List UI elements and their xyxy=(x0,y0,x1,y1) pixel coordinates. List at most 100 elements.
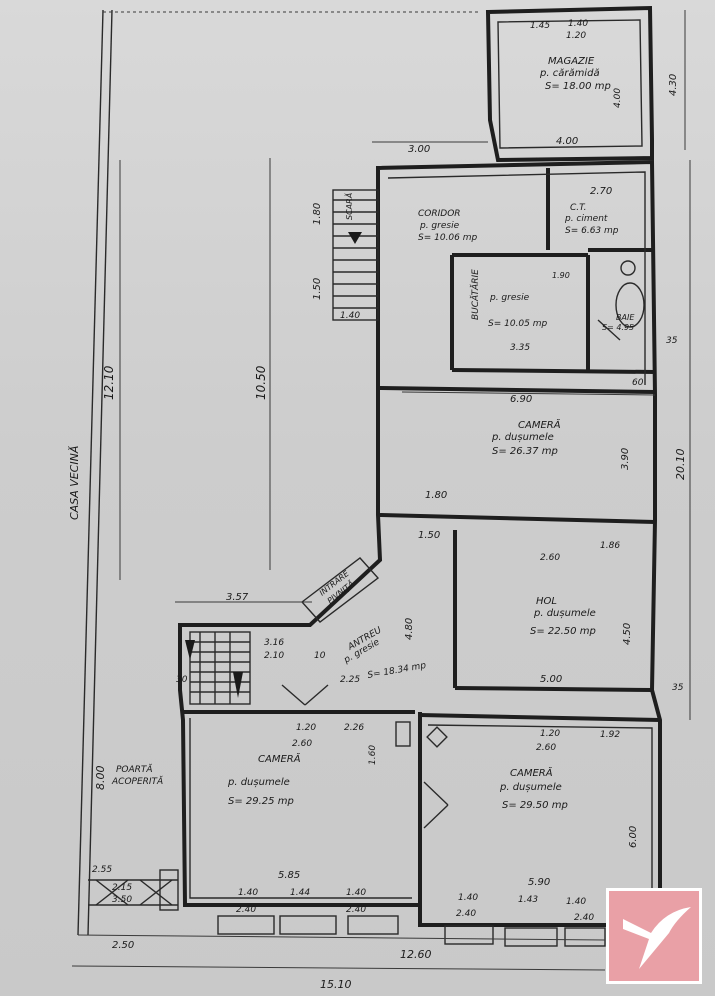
dim-140f: 1.40 xyxy=(566,897,586,907)
dim-line-1510 xyxy=(71,965,606,971)
dim-150a: 1.50 xyxy=(312,278,323,300)
wall-inner-line-3 xyxy=(427,724,653,918)
sink xyxy=(620,260,636,276)
dim-30a: 30 xyxy=(176,675,188,685)
dim-120b: 1.20 xyxy=(296,723,316,733)
dim-255: 2.55 xyxy=(92,865,112,875)
room-camera1-area: S= 26.37 mp xyxy=(492,446,558,457)
stairs-exterior xyxy=(332,189,379,321)
dim-316: 3.16 xyxy=(264,638,284,648)
fixture-square xyxy=(426,726,448,748)
dim-145: 1.45 xyxy=(530,21,550,31)
dim-144: 1.44 xyxy=(290,888,310,898)
neighbor-label: CASA VECINĂ xyxy=(68,446,81,520)
fixture-rect xyxy=(395,721,411,747)
dim-215: 2.15 xyxy=(112,883,132,893)
dim-140b: 1.40 xyxy=(340,311,360,321)
room-camera2-area: S= 29.25 mp xyxy=(228,796,294,807)
gate-label-1: POARTĂ xyxy=(116,763,153,775)
room-ct-floor: p. ciment xyxy=(564,214,608,224)
dim-690: 6.90 xyxy=(510,394,532,405)
dim-2010: 20.10 xyxy=(674,449,687,481)
room-bucatarie-name: BUCĂTĂRIE xyxy=(469,269,481,320)
wall-inner-line-1 xyxy=(387,171,646,385)
dim-240d: 2.40 xyxy=(574,913,594,923)
room-magazie-area: S= 18.00 mp xyxy=(545,81,611,92)
dim-226: 2.26 xyxy=(344,723,364,733)
wall-magazie-inner xyxy=(497,19,643,149)
dim-260b: 2.60 xyxy=(292,739,312,749)
wall-inner-line-2 xyxy=(189,718,412,899)
dim-10: 10 xyxy=(314,651,326,661)
room-coridor-floor: p. gresie xyxy=(419,221,460,231)
baie-door xyxy=(597,319,621,341)
room-hol-area: S= 22.50 mp xyxy=(530,626,596,637)
room-magazie-floor: p. cărămidă xyxy=(539,68,600,79)
dim-120a: 1.20 xyxy=(566,31,586,41)
dim-140e: 1.40 xyxy=(458,893,478,903)
dim-600: 6.00 xyxy=(628,826,639,848)
dim-585: 5.85 xyxy=(278,870,300,881)
room-baie-name: BAIE xyxy=(616,313,635,322)
wall-camera1-top xyxy=(377,386,656,394)
room-camera1-name: CAMERĂ xyxy=(518,418,561,431)
dim-180b: 1.80 xyxy=(425,490,447,501)
dim-240b: 2.40 xyxy=(346,905,366,915)
bird-logo-icon xyxy=(623,907,691,969)
intrare-pivnita-box xyxy=(300,557,380,623)
wall-camera3-top xyxy=(419,713,661,722)
room-bucatarie-floor: p. gresie xyxy=(489,293,530,303)
dim-line-690 xyxy=(401,391,656,396)
dim-240c: 2.40 xyxy=(456,909,476,919)
dim-400a: 4.00 xyxy=(556,136,578,147)
dim-1510: 15.10 xyxy=(320,978,352,991)
dim-590: 5.90 xyxy=(528,877,550,888)
room-coridor-name: CORIDOR xyxy=(418,209,461,219)
wall-hol-bottom xyxy=(454,686,653,692)
neighbor-boundary-line-2 xyxy=(87,9,113,936)
porch-area xyxy=(88,869,179,911)
stairs-antreu-steps xyxy=(190,632,250,704)
room-hol-floor: p. dușumele xyxy=(533,608,596,619)
room-camera3-floor: p. dușumele xyxy=(499,782,562,793)
dim-210: 2.10 xyxy=(264,651,284,661)
wall-magazie xyxy=(485,5,654,163)
dim-400b: 4.00 xyxy=(613,88,623,108)
windows-bottom xyxy=(217,915,606,947)
room-ct-name: C.T. xyxy=(570,203,586,213)
room-camera3-area: S= 29.50 mp xyxy=(502,800,568,811)
dim-1210: 12.10 xyxy=(102,365,116,400)
dim-225: 2.25 xyxy=(340,675,360,685)
dim-35b: 35 xyxy=(672,683,684,693)
dim-line-1260 xyxy=(77,934,606,941)
dim-35a: 35 xyxy=(666,336,678,346)
dim-140c: 1.40 xyxy=(238,888,258,898)
stairs-antreu xyxy=(189,631,251,705)
dim-430: 4.30 xyxy=(668,74,679,96)
neighbor-boundary-line xyxy=(77,9,104,936)
dim-335: 3.35 xyxy=(510,343,530,353)
dim-390: 3.90 xyxy=(620,448,631,470)
dim-143: 1.43 xyxy=(518,895,538,905)
gate-label-2: ACOPERITĂ xyxy=(111,775,163,787)
dim-1260: 12.60 xyxy=(400,948,432,961)
dim-140a: 1.40 xyxy=(568,19,588,29)
room-ct-area: S= 6.63 mp xyxy=(565,226,619,236)
dim-500: 5.00 xyxy=(540,674,562,685)
room-hol-name: HOL xyxy=(536,596,557,607)
dim-450: 4.50 xyxy=(622,623,633,645)
watermark-logo xyxy=(606,888,702,984)
room-magazie-name: MAGAZIE xyxy=(548,56,595,67)
dim-190: 1.90 xyxy=(552,271,570,280)
room-antreu-area: S= 18.34 mp xyxy=(367,661,427,681)
stairs-exterior-steps xyxy=(333,199,378,309)
dim-60: 60 xyxy=(632,378,644,388)
stairs-label: SCARĂ xyxy=(343,193,354,220)
door-camera xyxy=(423,781,449,829)
door-antreu xyxy=(281,684,329,706)
dim-350: 3.50 xyxy=(112,895,132,905)
dim-160: 1.60 xyxy=(368,745,378,765)
stairs-antreu-arrow-2 xyxy=(233,672,243,698)
